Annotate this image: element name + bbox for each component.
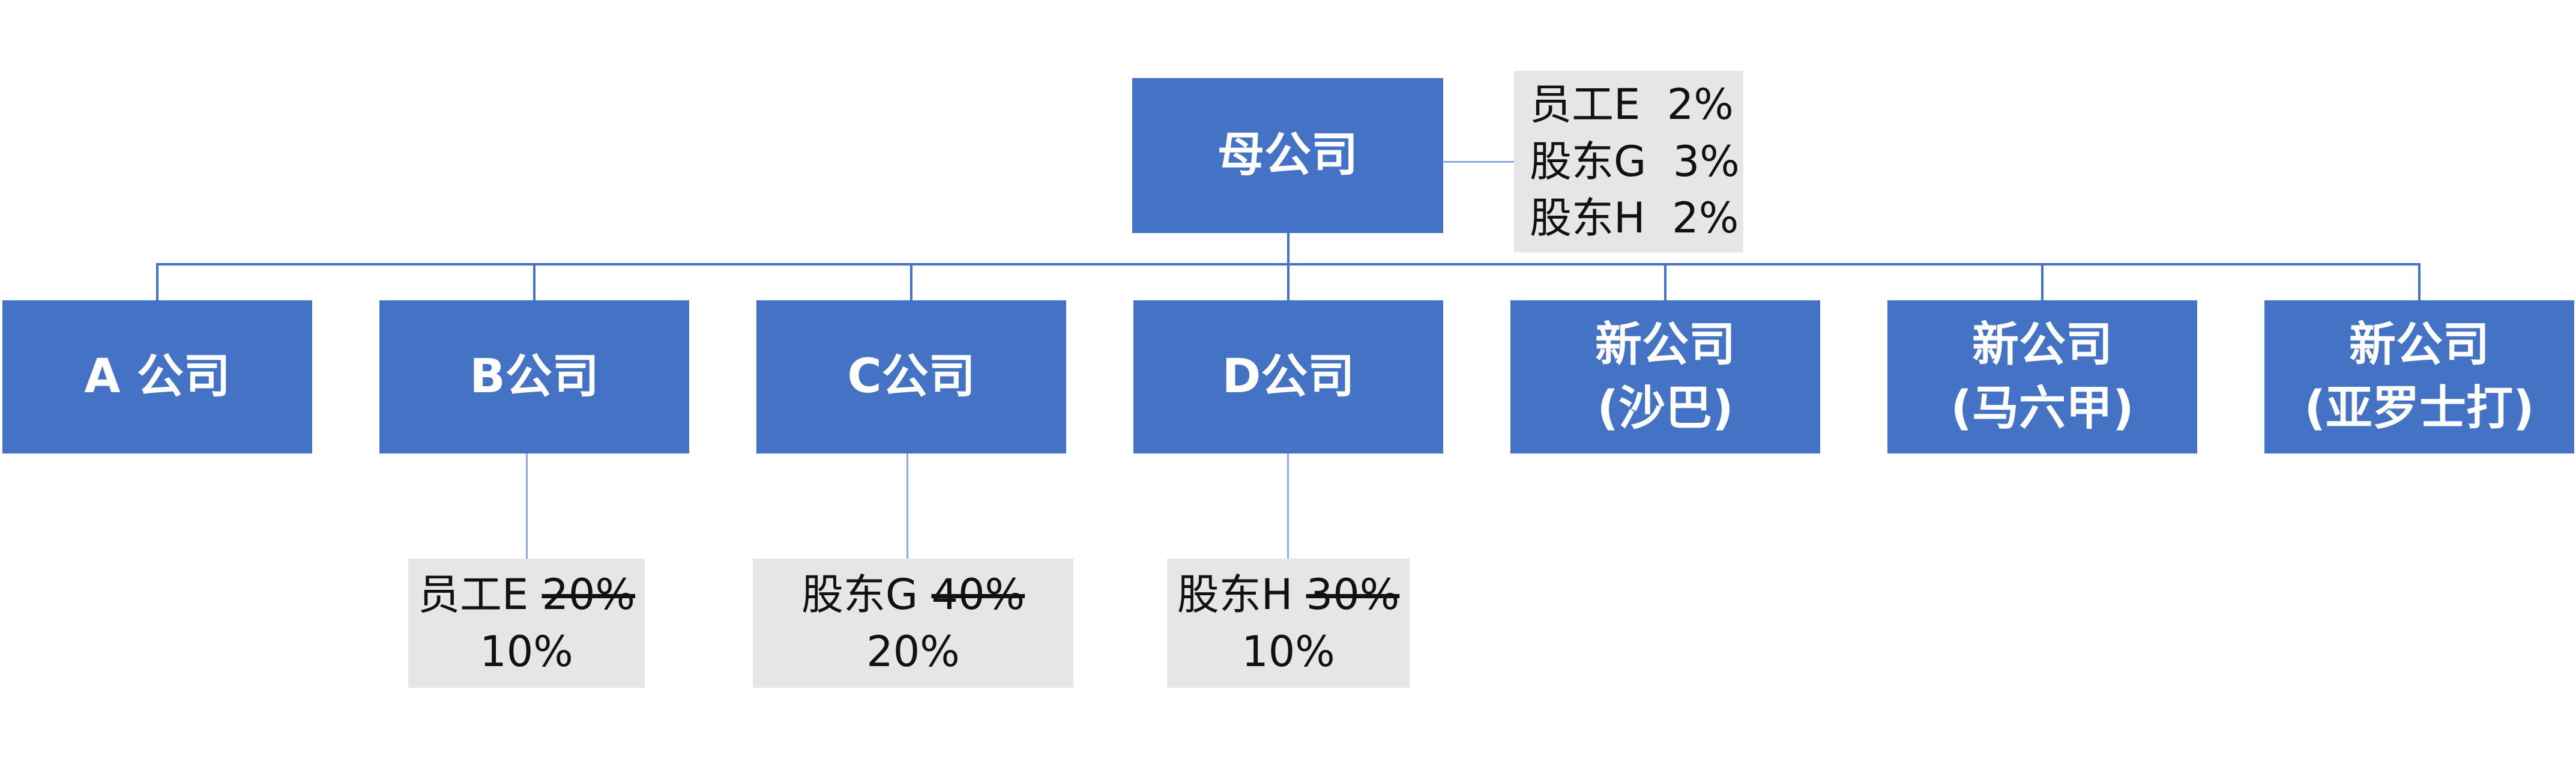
drop-line-sabah — [1664, 263, 1667, 300]
new-percentage: 10% — [1241, 626, 1335, 676]
old-percentage: 30% — [1306, 570, 1400, 619]
c-holder-link-line — [906, 453, 908, 559]
subsidiary-box-d[interactable]: D公司 — [1133, 300, 1443, 453]
subsidiary-box-b[interactable]: B公司 — [379, 300, 689, 453]
parent-holder-row: 股东H 2% — [1530, 193, 1739, 243]
drop-line-d — [1287, 263, 1290, 300]
b-shareholding-note: 员工E 20% 10% — [408, 559, 645, 688]
parent-holder-row: 员工E 2% — [1530, 80, 1734, 130]
parent-shareholders-note: 员工E 2% 股东G 3% 股东H 2% — [1514, 71, 1743, 252]
subsidiary-box-alor-setar[interactable]: 新公司 (亚罗士打) — [2264, 300, 2574, 453]
subsidiary-box-malacca[interactable]: 新公司 (马六甲) — [1887, 300, 2197, 453]
parent-trunk-line — [1287, 233, 1290, 265]
subsidiary-box-a[interactable]: A 公司 — [2, 300, 312, 453]
drop-line-b — [533, 263, 535, 300]
d-holder-link-line — [1287, 453, 1289, 559]
subsidiary-box-c[interactable]: C公司 — [756, 300, 1066, 453]
new-percentage: 10% — [480, 626, 573, 676]
parent-holder-row: 股东G 3% — [1530, 136, 1740, 186]
c-shareholding-note: 股东G 40% 20% — [753, 559, 1073, 688]
drop-line-alor-setar — [2418, 263, 2421, 300]
drop-line-malacca — [2041, 263, 2044, 300]
shareholding-row: 股东G 40% — [801, 570, 1025, 619]
d-shareholding-note: 股东H 30% 10% — [1167, 559, 1410, 688]
parent-holder-link-line — [1443, 161, 1515, 163]
shareholding-row: 股东H 30% — [1177, 570, 1400, 619]
parent-company-box[interactable]: 母公司 — [1132, 78, 1443, 233]
b-holder-link-line — [526, 453, 528, 559]
new-percentage: 20% — [866, 626, 960, 676]
old-percentage: 20% — [541, 570, 636, 619]
old-percentage: 40% — [931, 570, 1025, 619]
subsidiary-box-sabah[interactable]: 新公司 (沙巴) — [1510, 300, 1820, 453]
parent-company-label: 母公司 — [1217, 128, 1358, 183]
drop-line-c — [910, 263, 912, 300]
drop-line-a — [156, 263, 158, 300]
shareholding-row: 员工E 20% — [417, 570, 636, 619]
